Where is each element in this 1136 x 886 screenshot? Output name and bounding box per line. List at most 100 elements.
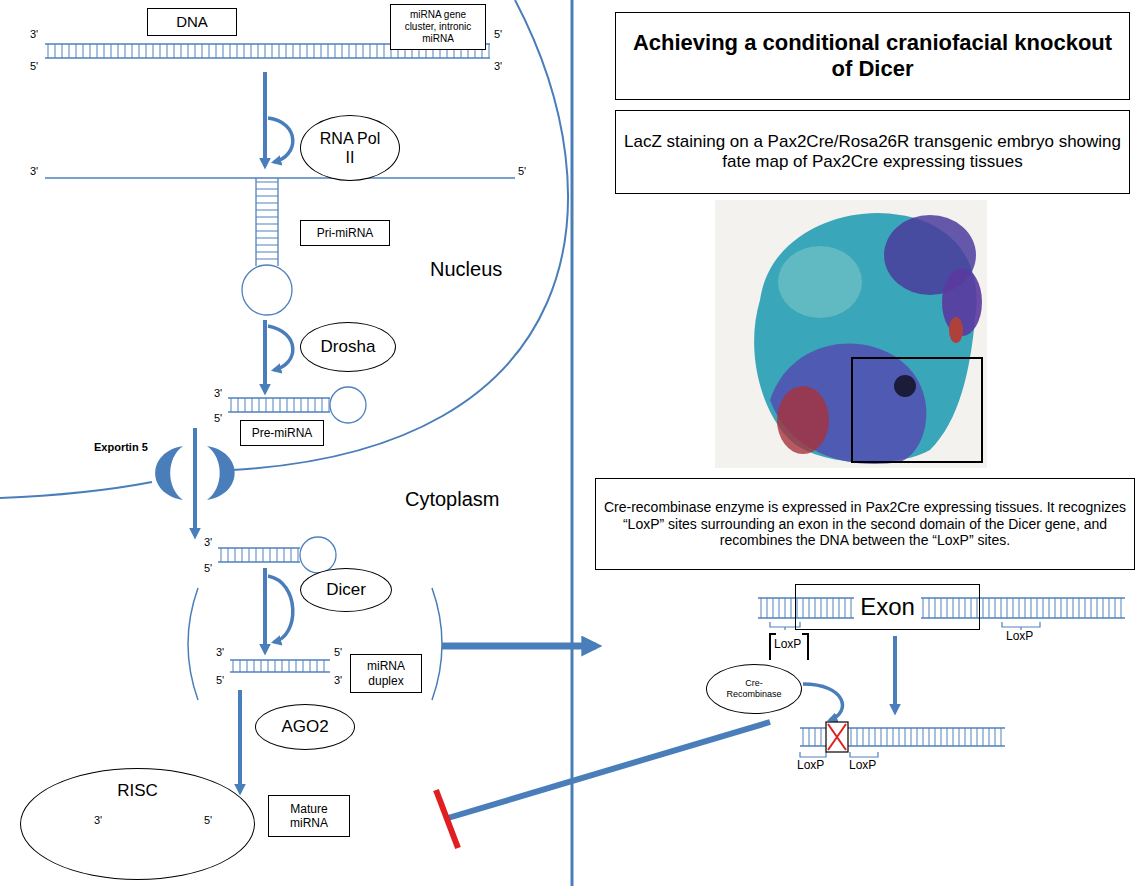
- base-pair: [256, 203, 278, 204]
- base-pair: [296, 660, 297, 672]
- base-pair: [298, 548, 299, 562]
- base-pair: [167, 44, 168, 58]
- base-pair: [863, 728, 864, 746]
- site-brace: [800, 752, 826, 757]
- base-pair: [238, 398, 239, 412]
- base-pair: [1025, 598, 1026, 618]
- base-pair: [322, 398, 323, 412]
- base-pair: [273, 398, 274, 412]
- node-text: Dicer: [326, 580, 366, 600]
- base-pair: [839, 598, 840, 618]
- base-pair: [256, 224, 278, 225]
- inhibition-bar: [436, 790, 458, 848]
- base-pair: [83, 44, 84, 58]
- base-pair: [1097, 598, 1098, 618]
- base-pair: [827, 598, 828, 618]
- exon-box: Exon: [795, 584, 980, 630]
- process-arrow: [263, 320, 267, 392]
- base-pair: [845, 598, 846, 618]
- strand-line: [255, 178, 256, 266]
- strand-end-label: 5': [30, 60, 38, 73]
- base-pair: [995, 728, 996, 746]
- base-pair: [231, 398, 232, 412]
- cre-binding-bracket: [770, 634, 808, 660]
- base-pair: [256, 245, 278, 246]
- strand-end-label: 3': [214, 387, 222, 400]
- base-pair: [289, 660, 290, 672]
- base-pair: [321, 44, 322, 58]
- enzyme-ellipse: Drosha: [300, 322, 396, 372]
- base-pair: [202, 44, 203, 58]
- base-pair: [286, 44, 287, 58]
- base-pair: [995, 598, 996, 618]
- node-text: miRNA gene cluster, intronic miRNA: [397, 9, 479, 45]
- node-text: RNA Pol II: [314, 129, 386, 167]
- base-pair: [953, 728, 954, 746]
- process-arrow: [893, 636, 897, 712]
- node-text: AGO2: [281, 717, 328, 737]
- node-text: Mature miRNA: [275, 802, 343, 831]
- process-arrow: [238, 690, 242, 792]
- strand-end-label: 5': [204, 562, 212, 575]
- base-pair: [1103, 598, 1104, 618]
- base-pair: [153, 44, 154, 58]
- base-pair: [301, 398, 302, 412]
- base-pair: [256, 210, 278, 211]
- base-pair: [48, 44, 49, 58]
- bracket: [188, 588, 198, 700]
- node-text: Drosha: [321, 337, 376, 357]
- strand-line: [218, 561, 300, 562]
- strand-end-label: 5': [518, 165, 526, 178]
- base-pair: [307, 44, 308, 58]
- site-brace: [850, 752, 878, 757]
- enzyme-action-arrow: [268, 118, 293, 162]
- base-pair: [221, 548, 222, 562]
- base-pair: [342, 44, 343, 58]
- base-pair: [277, 548, 278, 562]
- strand-line: [277, 178, 278, 266]
- site-label: LoxP: [849, 759, 876, 773]
- base-pair: [851, 728, 852, 746]
- strand-end-label: 3': [204, 536, 212, 549]
- base-pair: [235, 548, 236, 562]
- enzyme-ellipse: Cre-Recombinase: [706, 664, 802, 714]
- base-pair: [254, 660, 255, 672]
- strand-end-label: 3': [216, 646, 224, 659]
- base-pair: [335, 44, 336, 58]
- base-pair: [272, 44, 273, 58]
- base-pair: [223, 44, 224, 58]
- base-pair: [899, 728, 900, 746]
- base-pair: [929, 598, 930, 618]
- strand-end-label: 5': [494, 28, 502, 41]
- node-text: miRNA duplex: [357, 659, 415, 688]
- exportin-symbol: [207, 446, 235, 500]
- base-pair: [941, 728, 942, 746]
- base-pair: [118, 44, 119, 58]
- panel-divider: [571, 0, 574, 886]
- base-pair: [905, 728, 906, 746]
- strand-end-label: 5': [216, 674, 224, 687]
- base-pair: [195, 44, 196, 58]
- base-pair: [349, 44, 350, 58]
- base-pair: [104, 44, 105, 58]
- base-pair: [797, 598, 798, 618]
- process-arrow: [263, 72, 267, 166]
- base-pair: [377, 44, 378, 58]
- exportin-symbol: [155, 446, 183, 500]
- base-pair: [233, 660, 234, 672]
- base-pair: [76, 44, 77, 58]
- base-pair: [1013, 598, 1014, 618]
- inhibition-arrow: [448, 722, 770, 818]
- base-pair: [125, 44, 126, 58]
- base-pair: [917, 728, 918, 746]
- nuclear-envelope: [0, 482, 152, 498]
- base-pair: [977, 728, 978, 746]
- base-pair: [821, 598, 822, 618]
- base-pair: [287, 398, 288, 412]
- hairpin-loop: [330, 387, 366, 423]
- compartment-label: Nucleus: [430, 258, 502, 281]
- base-pair: [244, 44, 245, 58]
- base-pair: [317, 660, 318, 672]
- base-pair: [959, 728, 960, 746]
- base-pair: [270, 548, 271, 562]
